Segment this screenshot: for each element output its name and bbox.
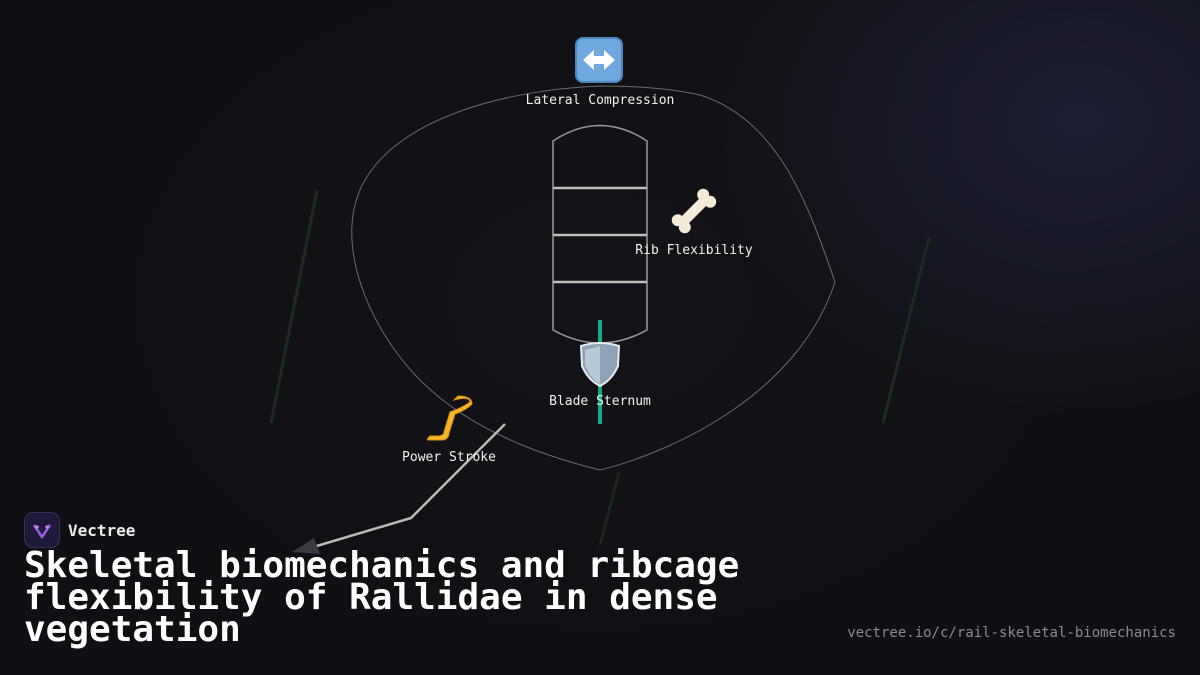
source-url[interactable]: vectree.io/c/rail-skeletal-biomechanics bbox=[847, 625, 1176, 641]
left-right-arrow-icon bbox=[575, 37, 623, 83]
vectree-logo-icon bbox=[24, 512, 60, 548]
ribcage bbox=[552, 124, 648, 344]
background-stroke bbox=[881, 236, 931, 424]
lateral-compression-label: Lateral Compression bbox=[525, 93, 675, 108]
brand-name: Vectree bbox=[68, 520, 136, 540]
blade-sternum-label: Blade Sternum bbox=[549, 394, 651, 409]
page-title: Skeletal biomechanics and ribcage flexib… bbox=[24, 545, 740, 650]
rib-flexibility-label: Rib Flexibility bbox=[635, 243, 753, 258]
background-stroke bbox=[598, 471, 621, 546]
shield-icon bbox=[579, 342, 621, 388]
foot-arrowhead bbox=[292, 538, 320, 554]
leg-icon bbox=[426, 395, 473, 441]
power-stroke-label: Power Stroke bbox=[402, 450, 496, 465]
leg-line bbox=[309, 423, 506, 550]
body-outline bbox=[351, 85, 836, 471]
bone-icon bbox=[671, 188, 717, 234]
brand[interactable]: Vectree bbox=[24, 512, 135, 548]
background-stroke bbox=[269, 189, 319, 424]
